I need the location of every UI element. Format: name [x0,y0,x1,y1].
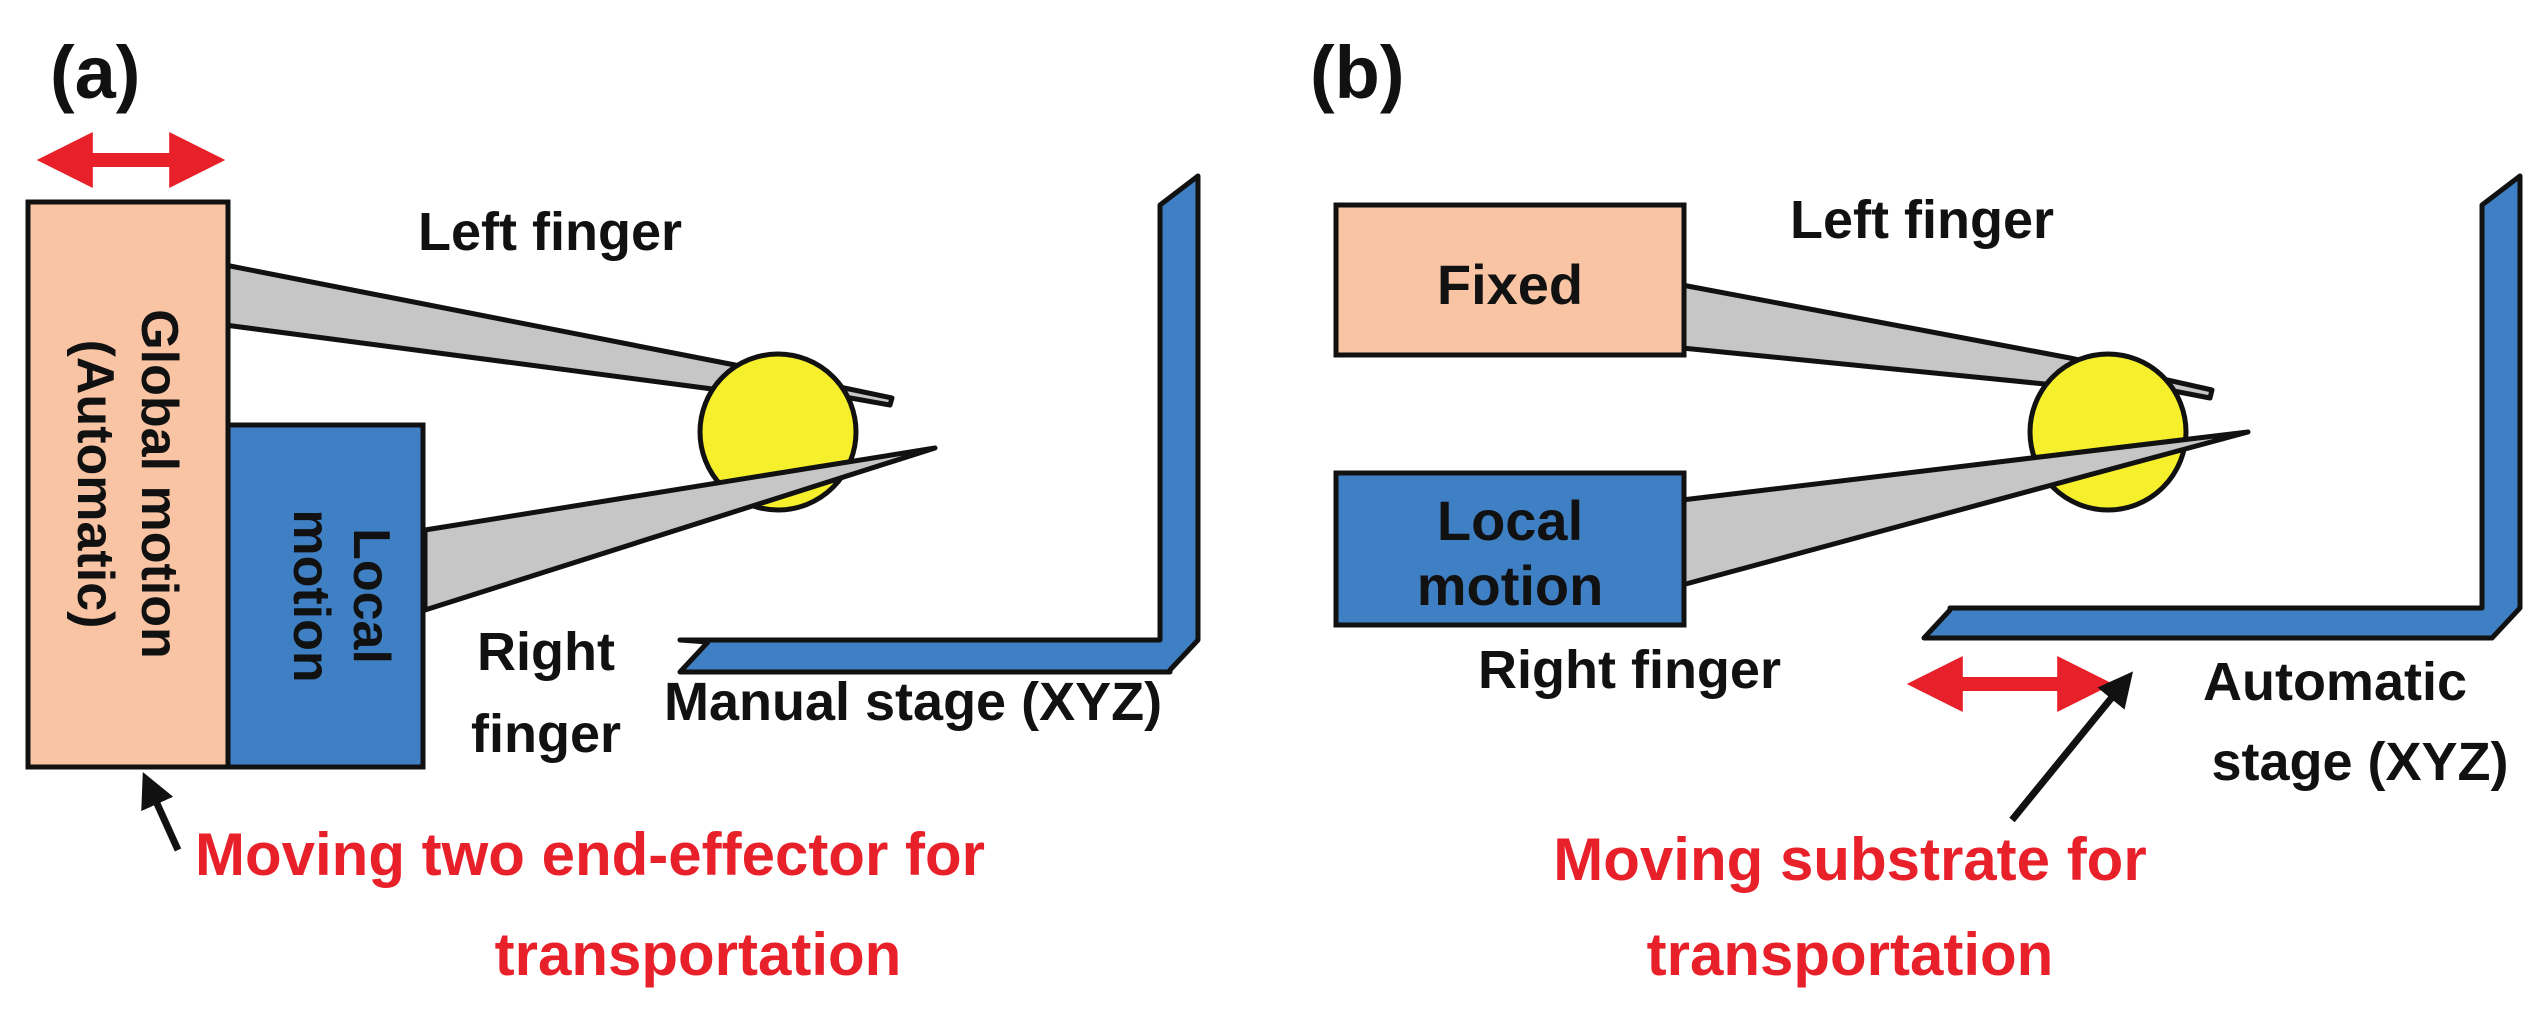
panel-b: (b) Fixed Local motion Left finger Right… [1310,31,2523,988]
caption-a-line2: transportation [495,921,902,988]
motion-label-b: motion [1417,554,1604,617]
pointer-arrow-b [2009,671,2134,823]
fixed-block [1333,202,1687,358]
right-finger-arm [422,445,938,613]
global-motion-label: Global motion [130,309,188,659]
global-motion-block [25,199,231,770]
pointer-arrow-a [141,772,182,852]
right-finger-label-b: Right finger [1478,640,1781,700]
manual-stage [677,173,1201,675]
fixed-label: Fixed [1437,253,1583,316]
left-finger-label-b: Left finger [1790,190,2054,250]
right-finger-arm-b [1679,429,2251,588]
local-label-b: Local [1437,489,1583,552]
automatic-stage-label-line2: stage (XYZ) [2211,732,2508,792]
automatic-stage [1921,173,2523,641]
automatic-stage-label-line1: Automatic [2203,652,2467,712]
right-finger-label-line1: Right [477,622,615,682]
caption-a-line1: Moving two end-effector for [195,821,985,888]
local-label: Local [342,528,400,664]
right-finger-label-line2: finger [471,704,621,764]
panel-a-tag: (a) [50,31,140,114]
panel-a: (a) Global motion (Automatic) Local moti… [25,31,1201,988]
automatic-label: (Automatic) [66,340,124,629]
caption-b-line2: transportation [1647,921,2054,988]
manual-stage-label: Manual stage (XYZ) [664,672,1162,732]
panel-b-tag: (b) [1310,31,1405,114]
caption-b-line1: Moving substrate for [1553,826,2146,893]
local-motion-block-b [1333,470,1687,628]
left-finger-label: Left finger [418,202,682,262]
motion-label: motion [282,509,340,682]
local-motion-block [225,422,426,770]
